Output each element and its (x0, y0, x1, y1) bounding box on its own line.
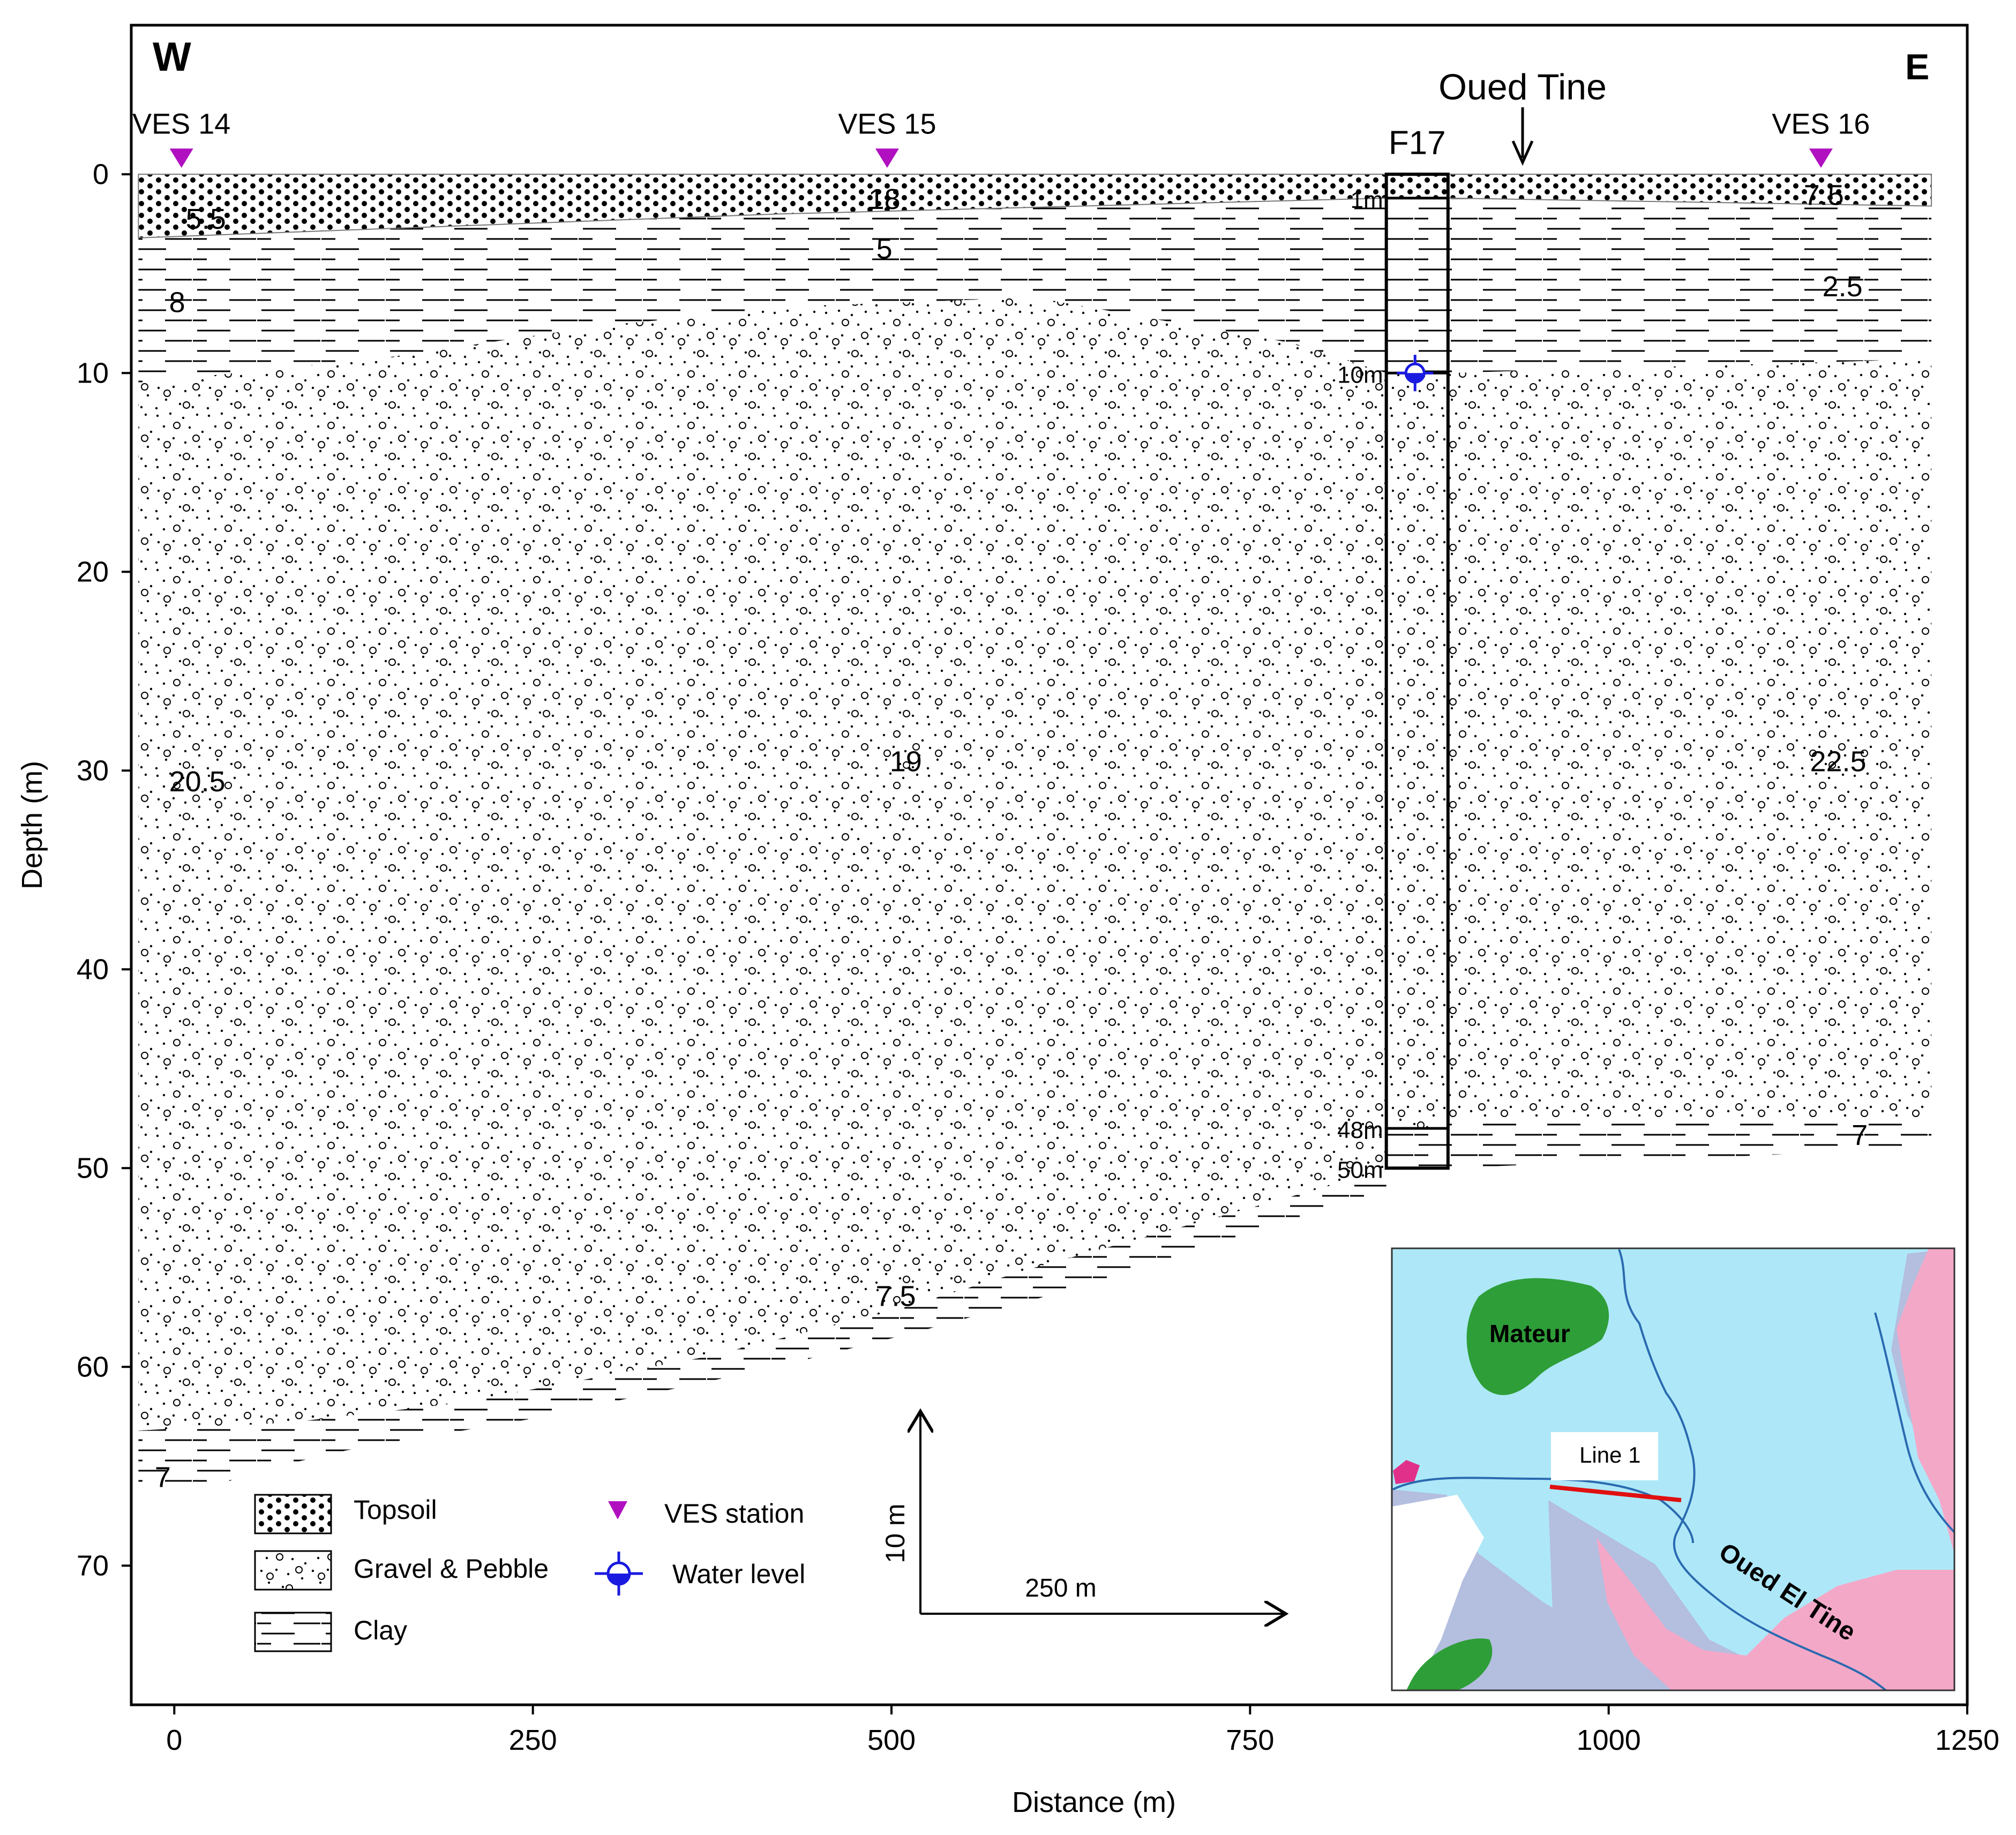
y-tick-label: 30 (77, 754, 109, 787)
x-tick-label: 750 (1226, 1724, 1274, 1756)
gravel-pebble-layer-west (138, 297, 1387, 1430)
x-axis-label: Distance (m) (1012, 1786, 1176, 1818)
x-tick-label: 250 (509, 1724, 557, 1756)
inset-border (1391, 1247, 1955, 1691)
borehole-clay-upper (1386, 198, 1448, 373)
x-tick-label: 500 (867, 1724, 916, 1756)
clay-layer-upper (138, 198, 1932, 383)
borehole-clay-lower (1386, 1128, 1448, 1169)
inset-town-label: Mateur (1489, 1320, 1570, 1347)
legend-ves-marker-icon (608, 1501, 627, 1519)
legend-label-topsoil: Topsoil (354, 1495, 437, 1525)
y-tick-label: 0 (93, 158, 109, 190)
thickness-label: 18 (868, 183, 901, 215)
inset-line-label-box (1551, 1432, 1658, 1480)
y-tick-label: 20 (77, 556, 109, 588)
ves-marker-icon (169, 148, 193, 168)
west-label: W (153, 34, 191, 80)
x-tick-label: 1000 (1577, 1724, 1641, 1756)
inset-zone-lavender (1548, 1500, 1741, 1690)
y-axis-label: Depth (m) (16, 761, 48, 889)
y-tick-label: 70 (77, 1549, 109, 1582)
clay-layer-lower-east (1448, 1118, 1932, 1169)
legend-label-water: Water level (672, 1559, 805, 1589)
inset-line-label: Line 1 (1579, 1442, 1640, 1467)
borehole-topsoil (1386, 174, 1448, 198)
thickness-label: 7 (155, 1461, 171, 1493)
inset-river-tributary (1392, 1477, 1694, 1544)
ves-station-label: VES 16 (1772, 108, 1870, 140)
y-tick-label: 50 (77, 1152, 109, 1184)
ves-stations: VES 14 VES 15 VES 16 (132, 108, 1870, 168)
thickness-label: 7.5 (875, 1280, 916, 1313)
plot-frame (130, 24, 1969, 1706)
scale-bar-vertical-label: 10 m (880, 1503, 910, 1563)
east-label: E (1905, 47, 1929, 87)
inset-zone-pink (1897, 1248, 1954, 1554)
thickness-label: 7.5 (1804, 179, 1844, 211)
thickness-label: 19 (890, 746, 922, 778)
thickness-label: 7 (1852, 1119, 1868, 1151)
thickness-label: 5 (876, 233, 893, 265)
inset-zone-pink (1597, 1538, 1954, 1690)
inset-river-oued-el-tine (1618, 1249, 1887, 1690)
borehole-depth-label: 10m (1337, 362, 1383, 388)
thickness-label: 20.5 (169, 766, 226, 798)
clay-layer-lower-west (138, 1172, 1387, 1491)
legend-water-level-icon (595, 1552, 643, 1596)
x-tick-label: 0 (166, 1724, 182, 1756)
x-axis-ticks: 0 250 500 750 1000 1250 (166, 1705, 1999, 1756)
inset-town-mateur-area (1466, 1278, 1609, 1395)
scale-bar: 10 m 250 m (880, 1411, 1286, 1614)
thickness-label: 22.5 (1810, 746, 1866, 778)
ves-station-label: VES 15 (838, 108, 936, 140)
inset-white-area (1392, 1495, 1484, 1690)
inset-location-map: Line 1 Mateur Oued El Tine (1391, 1247, 1955, 1691)
x-tick-label: 1250 (1935, 1724, 1999, 1756)
inset-profile-line-1 (1549, 1485, 1682, 1502)
river-marker: Oued Tine (1438, 66, 1607, 166)
y-tick-label: 60 (77, 1351, 109, 1383)
legend-swatch-topsoil (254, 1494, 332, 1534)
river-label: Oued Tine (1438, 66, 1607, 107)
legend: Topsoil Gravel & Pebble Clay VES station… (254, 1494, 805, 1652)
borehole-depth-label: 48m (1337, 1117, 1383, 1143)
legend-swatch-clay (254, 1612, 332, 1652)
legend-label-gravel: Gravel & Pebble (354, 1554, 549, 1584)
legend-label-clay: Clay (354, 1615, 407, 1645)
borehole-depth-label: 1m (1351, 187, 1383, 213)
y-axis-ticks: 0 10 20 30 40 50 60 70 (77, 158, 131, 1582)
river-arrow-icon (1511, 140, 1534, 166)
legend-label-ves: VES station (664, 1499, 804, 1529)
borehole-gravel (1386, 373, 1448, 1129)
ves-marker-icon (875, 148, 899, 168)
inset-magenta-patch (1393, 1460, 1420, 1484)
water-level-icon (1397, 355, 1434, 392)
borehole-casing (1384, 173, 1450, 1170)
gravel-pebble-layer-east (1448, 359, 1932, 1119)
thickness-label: 5.5 (186, 203, 226, 235)
legend-swatch-gravel (254, 1550, 332, 1591)
inset-river-tributary (1874, 1312, 1954, 1533)
borehole-depth-label: 50m (1337, 1157, 1383, 1183)
borehole-label: F17 (1389, 124, 1446, 161)
y-tick-label: 10 (77, 357, 109, 389)
thickness-label: 2.5 (1823, 271, 1863, 303)
y-tick-label: 40 (77, 953, 109, 985)
inset-green-patch (1406, 1638, 1493, 1690)
thickness-labels: 5.5 18 7.5 5 8 2.5 20.5 19 22.5 7 7.5 7 (155, 179, 1868, 1493)
ves-marker-icon (1809, 148, 1833, 168)
thickness-label: 8 (169, 287, 185, 319)
layers (138, 174, 1932, 1491)
scale-bar-horizontal-label: 250 m (1025, 1574, 1096, 1602)
ves-station-label: VES 14 (132, 108, 230, 140)
